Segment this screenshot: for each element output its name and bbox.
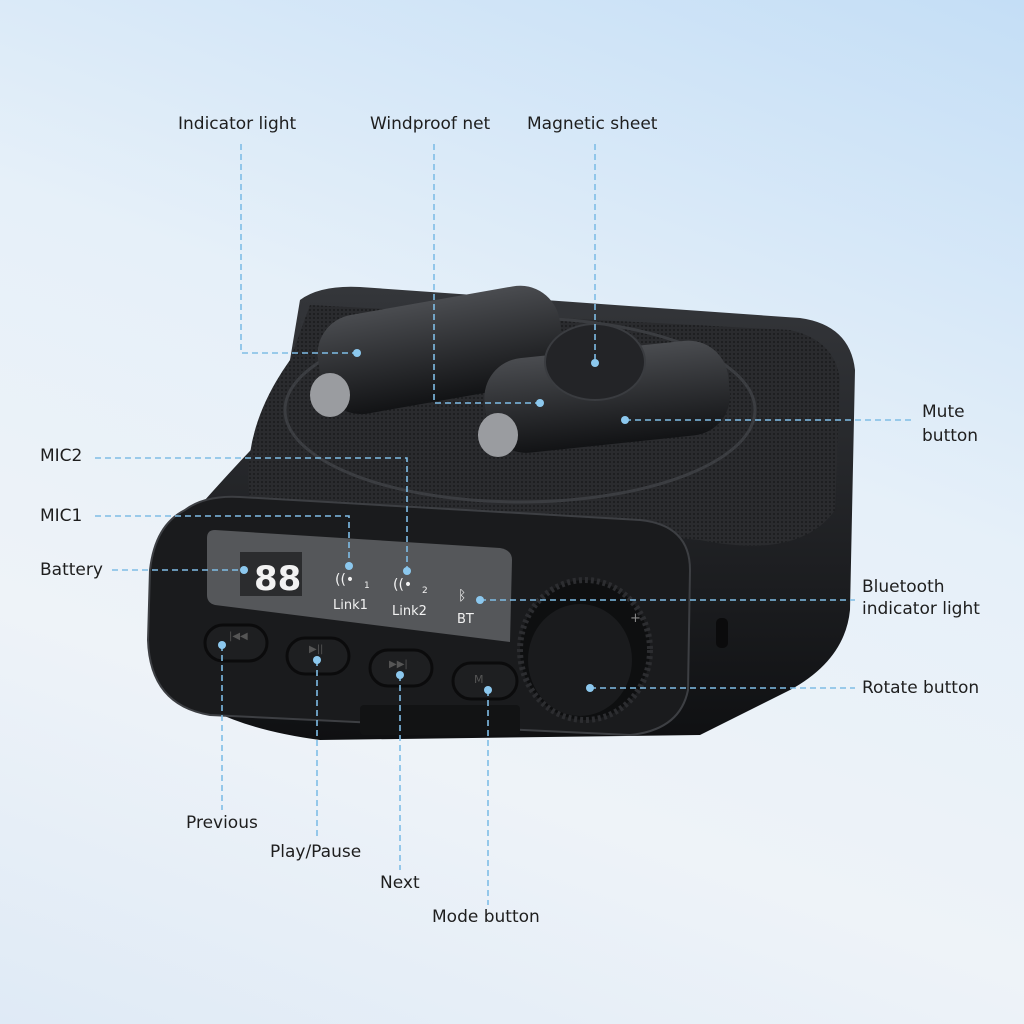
play-pause-key	[285, 636, 351, 676]
mode-key	[451, 661, 519, 701]
link1-label: Link1	[333, 598, 368, 613]
label-battery: Battery	[40, 560, 103, 580]
label-next: Next	[380, 873, 420, 893]
usb-port	[716, 618, 728, 648]
label-play-pause: Play/Pause	[270, 842, 362, 862]
label-mute-button-line1: Mute	[922, 402, 965, 422]
label-indicator-light: Indicator light	[178, 114, 297, 134]
play-pause-icon: ▶||	[309, 644, 323, 655]
leader-lines	[95, 144, 915, 905]
label-bluetooth-line1: Bluetooth	[862, 577, 945, 597]
bluetooth-icon: ᛒ	[458, 588, 466, 604]
battery-digits: 88	[254, 559, 301, 599]
wifi-icon-link2: ((•	[393, 577, 412, 593]
next-icon: ▶▶|	[389, 659, 408, 670]
label-bluetooth-line2: indicator light	[862, 599, 980, 619]
label-mic1: MIC1	[40, 506, 83, 526]
label-mic2: MIC2	[40, 446, 83, 466]
control-buttons: |◀◀ ▶|| ▶▶|	[229, 631, 408, 670]
previous-icon: |◀◀	[229, 631, 248, 642]
link2-label: Link2	[392, 604, 427, 619]
label-mode-button: Mode button	[432, 907, 540, 927]
next-key	[368, 648, 434, 688]
control-button-bodies	[203, 623, 519, 701]
battery-display	[240, 552, 302, 596]
wifi-icon-link1: ((•	[335, 572, 354, 588]
bt-label: BT	[457, 612, 474, 627]
label-mute-button-line2: button	[922, 426, 979, 446]
label-magnetic-sheet: Magnetic sheet	[527, 114, 658, 134]
link1-subscript: 1	[364, 581, 370, 591]
volume-plus-icon: +	[630, 611, 641, 626]
microphones	[310, 285, 731, 457]
link2-subscript: 2	[422, 586, 428, 596]
previous-key	[203, 623, 269, 663]
stand-clip	[360, 705, 520, 735]
leader-dots	[218, 349, 629, 694]
label-windproof-net: Windproof net	[370, 114, 491, 134]
label-previous: Previous	[186, 813, 258, 833]
mic2-windscreen	[310, 373, 350, 417]
label-rotate-button: Rotate button	[862, 678, 980, 698]
mic1-windscreen	[478, 413, 518, 457]
mode-key-label: M	[474, 673, 484, 686]
